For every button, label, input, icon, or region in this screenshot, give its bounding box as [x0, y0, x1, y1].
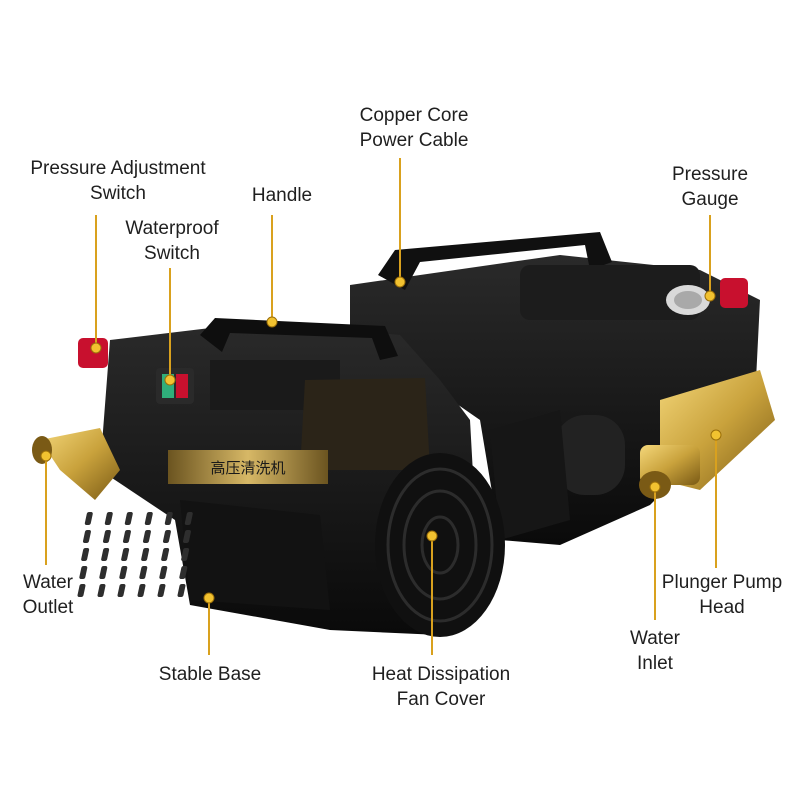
fan-cover-part — [375, 453, 505, 637]
nameplate: 高压清洗机 — [168, 450, 328, 484]
vent-slot — [144, 512, 153, 525]
rear-red-knob — [720, 278, 748, 308]
vent-slot — [182, 530, 191, 543]
vent-slot — [97, 584, 106, 597]
vent-slot — [181, 548, 190, 561]
rear-machine — [350, 232, 775, 545]
leader-lines — [45, 158, 717, 655]
vent-slot — [139, 566, 148, 579]
vent-slot — [101, 548, 110, 561]
vent-slot — [79, 566, 88, 579]
label-handle: Handle — [251, 185, 313, 206]
vent-slot — [84, 512, 93, 525]
vent-slot — [157, 584, 166, 597]
vent-slot — [121, 548, 130, 561]
vent-slot — [142, 530, 151, 543]
side-vents — [77, 512, 193, 597]
vent-slot — [119, 566, 128, 579]
vent-slot — [162, 530, 171, 543]
vent-slot — [81, 548, 90, 561]
front-red-knob — [78, 338, 108, 368]
vent-slot — [184, 512, 193, 525]
vent-slot — [177, 584, 186, 597]
vent-slot — [104, 512, 113, 525]
vent-slot — [122, 530, 131, 543]
pressure-gauge-part — [666, 285, 710, 315]
waterproof-switch-part — [156, 368, 194, 404]
stable-base-part — [180, 500, 330, 610]
vent-slot — [159, 566, 168, 579]
label-stable-base: Stable Base — [158, 664, 262, 685]
vent-slot — [161, 548, 170, 561]
nameplate-text: 高压清洗机 — [210, 460, 285, 477]
vent-slot — [82, 530, 91, 543]
vent-slot — [102, 530, 111, 543]
vent-slot — [117, 584, 126, 597]
vent-slot — [99, 566, 108, 579]
vent-slot — [164, 512, 173, 525]
callout-dots — [40, 276, 722, 604]
vent-slot — [179, 566, 188, 579]
vent-slot — [137, 584, 146, 597]
vent-slot — [124, 512, 133, 525]
vent-slot — [77, 584, 86, 597]
vent-slot — [141, 548, 150, 561]
